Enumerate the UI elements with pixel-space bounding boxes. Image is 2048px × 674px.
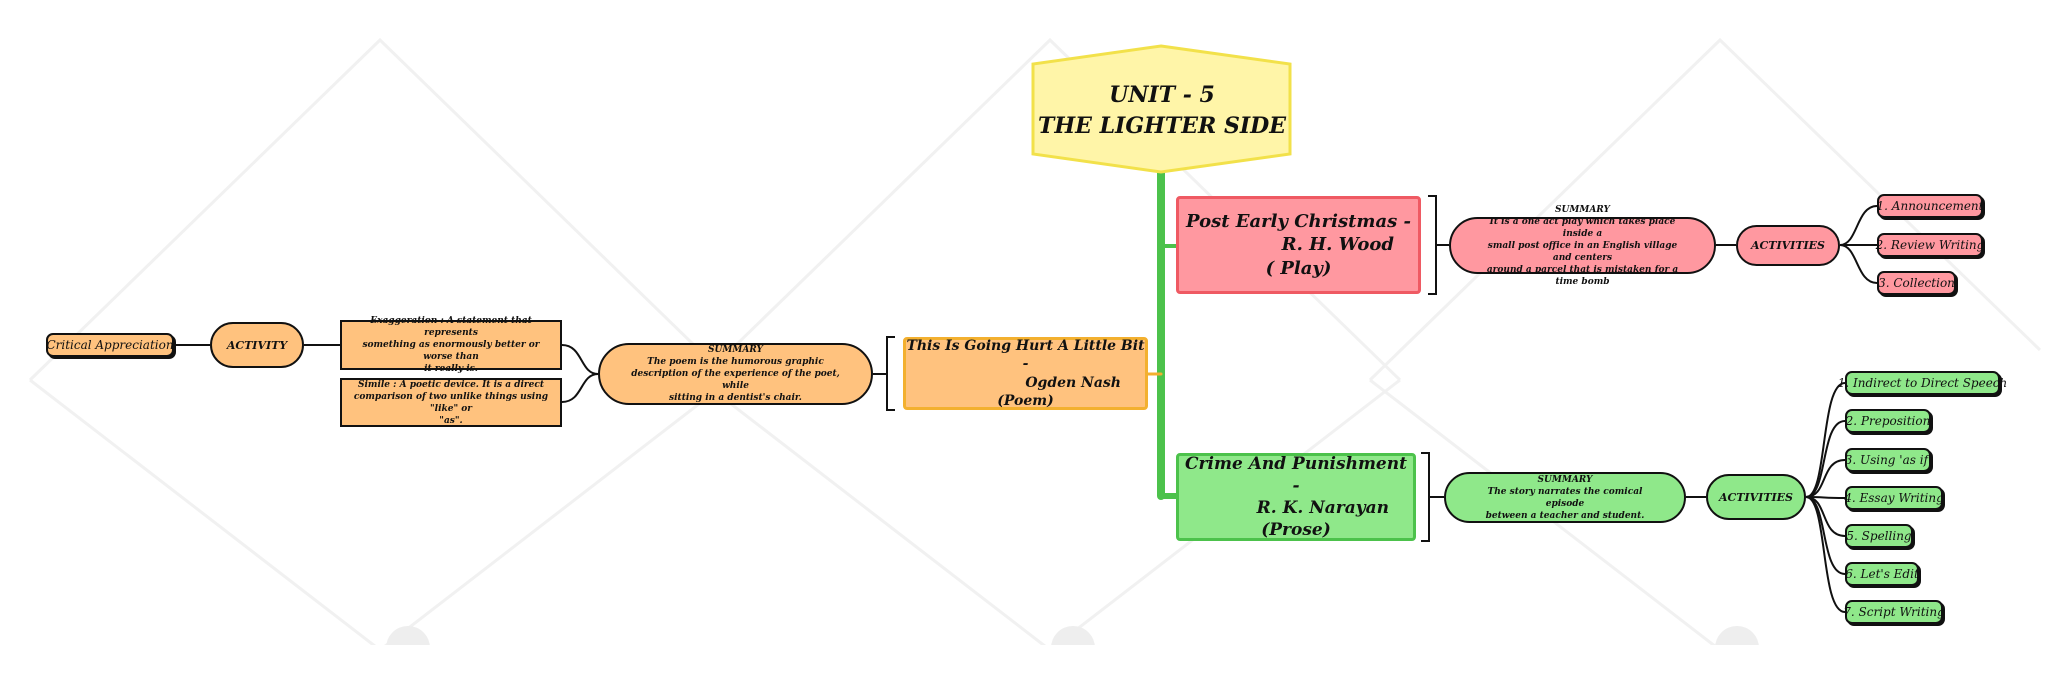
summary-poem[interactable]: SUMMARY The poem is the humorous graphic… <box>598 343 873 405</box>
unit-subtitle: THE LIGHTER SIDE <box>1037 113 1287 139</box>
topic-crime-and-punishment[interactable]: Crime And Punishment - R. K. Narayan (Pr… <box>1176 453 1416 541</box>
central-node-shape <box>1031 44 1292 174</box>
definition-exaggeration[interactable]: Exaggeration : A statement that represen… <box>340 316 562 374</box>
activity-poem[interactable]: ACTIVITY <box>210 322 304 368</box>
summary-post-early[interactable]: SUMMARY It is a one act play which takes… <box>1449 205 1716 287</box>
activity-preposition[interactable]: 2. Preposition <box>1845 409 1931 433</box>
activities-post-early[interactable]: ACTIVITIES <box>1736 225 1840 266</box>
bracket-crime <box>1421 452 1430 542</box>
activity-review-writing[interactable]: 2. Review Writing <box>1876 233 1984 257</box>
topic-this-is-going-hurt[interactable]: This Is Going Hurt A Little Bit - Ogden … <box>903 337 1148 410</box>
activity-announcement[interactable]: 1. Announcement <box>1877 194 1983 218</box>
activity-using-as-if[interactable]: 3. Using 'as if' <box>1845 448 1931 472</box>
central-topic[interactable]: UNIT - 5 THE LIGHTER SIDE <box>1032 46 1292 176</box>
definition-simile[interactable]: Simile : A poetic device. It is a direct… <box>340 378 562 427</box>
activity-lets-edit[interactable]: 6. Let's Edit <box>1845 562 1919 586</box>
activity-script-writing[interactable]: 7. Script Writing <box>1843 600 1945 624</box>
bracket-poem <box>886 336 895 411</box>
topic-post-early-christmas[interactable]: Post Early Christmas - R. H. Wood ( Play… <box>1176 196 1421 294</box>
activity-essay-writing[interactable]: 4. Essay Writing <box>1844 486 1944 510</box>
activity-critical-appreciation[interactable]: Critical Appreciation <box>46 333 174 357</box>
unit-title: UNIT - 5 <box>1109 82 1215 108</box>
activities-crime[interactable]: ACTIVITIES <box>1706 474 1806 520</box>
activity-spelling[interactable]: 5. Spelling <box>1845 524 1913 548</box>
activity-indirect-to-direct-speech[interactable]: 1. Indirect to Direct Speech <box>1838 371 2007 395</box>
summary-crime[interactable]: SUMMARY The story narrates the comical e… <box>1444 472 1686 523</box>
bracket-post-early <box>1428 195 1437 295</box>
activity-collection[interactable]: 3. Collection <box>1877 271 1956 295</box>
